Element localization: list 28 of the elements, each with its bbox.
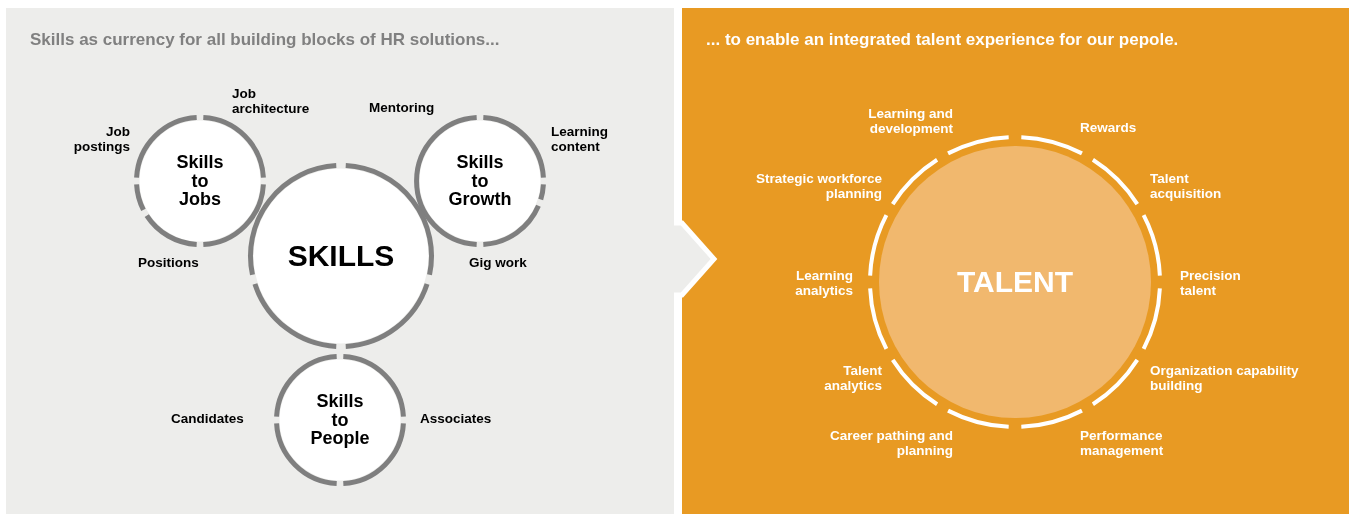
item-label: Job architecture: [232, 86, 311, 116]
item-label: Strategic workforce planning: [754, 171, 882, 201]
item-label: Job postings: [72, 124, 130, 154]
chevron-arrow: [671, 220, 718, 298]
item-label: Talent analytics: [823, 363, 882, 393]
circle-label: Skills to People: [310, 391, 370, 449]
item-label: Associates: [420, 411, 493, 426]
panel: [682, 8, 1349, 514]
circle-label: TALENT: [956, 266, 1074, 298]
circle-label: Skills to Jobs: [176, 152, 224, 210]
item-label: Learning and development: [867, 106, 953, 136]
item-label: Organization capability building: [1150, 363, 1300, 393]
item-label: Learning content: [551, 124, 609, 154]
item-label: Talent acquisition: [1150, 171, 1223, 201]
item-label: Mentoring: [369, 100, 436, 115]
panel-heading: ... to enable an integrated talent experience for our pepole.: [706, 30, 1179, 50]
item-label: Precision talent: [1180, 268, 1242, 298]
item-label: Performance management: [1080, 428, 1165, 458]
circle-label: Skills to Growth: [448, 152, 512, 210]
item-label: Candidates: [171, 411, 245, 426]
panel-heading: Skills as currency for all building blocks of HR solutions...: [30, 30, 500, 50]
item-label: Positions: [138, 255, 200, 270]
panel: [6, 8, 674, 514]
item-label: Rewards: [1080, 120, 1138, 135]
circle-label: SKILLS: [287, 240, 395, 272]
item-label: Learning analytics: [794, 268, 853, 298]
item-label: Career pathing and planning: [828, 428, 953, 458]
item-label: Gig work: [469, 255, 528, 270]
